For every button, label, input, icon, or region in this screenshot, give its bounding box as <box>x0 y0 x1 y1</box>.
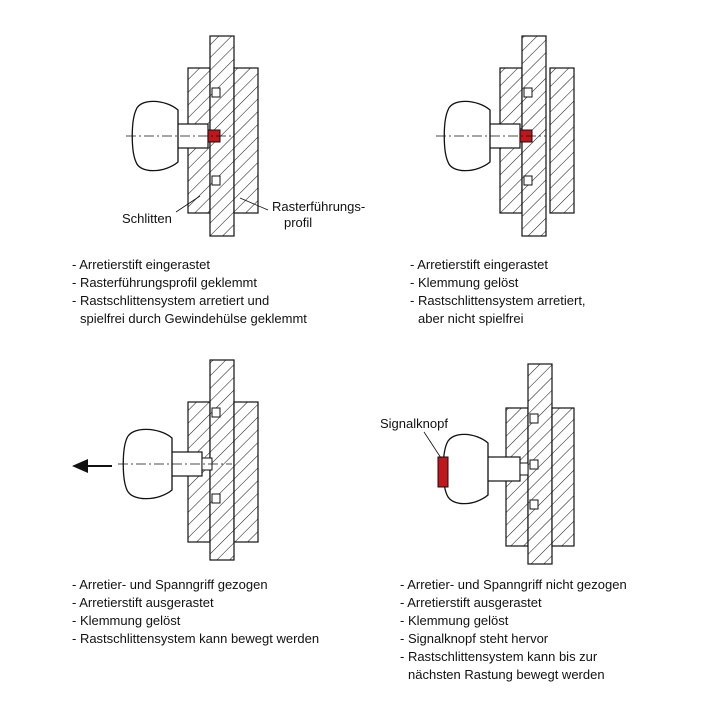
shaft <box>485 456 521 482</box>
knob <box>131 100 179 172</box>
list-item: - Rastschlittensystem kann bis zur <box>400 649 598 664</box>
list-item: - Rasterführungsprofil geklemmt <box>72 275 257 290</box>
list-item: aber nicht spielfrei <box>418 311 524 326</box>
label-rasterfuehrungsprofil: Rasterführungs- <box>272 199 365 214</box>
detent-notch <box>529 459 539 470</box>
list-item: - Arretierstift ausgerastet <box>72 595 214 610</box>
list-item: - Klemmung gelöst <box>400 613 509 628</box>
detent-notch <box>529 499 539 510</box>
detent-notch <box>211 407 221 418</box>
panel-1-description: - Arretierstift eingerastet - Rasterführ… <box>72 256 307 328</box>
list-item: nächsten Rastung bewegt werden <box>408 667 605 682</box>
list-item: - Klemmung gelöst <box>72 613 181 628</box>
panel-3-drawing <box>72 359 259 561</box>
panel-1-drawing: Schlitten Rasterführungs- profil <box>122 35 365 237</box>
detent-notch <box>211 493 221 504</box>
list-item: - Klemmung gelöst <box>410 275 519 290</box>
list-item: spielfrei durch Gewindehülse geklemmt <box>80 311 307 326</box>
list-item: - Arretier- und Spanngriff nicht gezogen <box>400 577 627 592</box>
list-item: - Arretierstift eingerastet <box>410 257 548 272</box>
knob <box>442 433 489 505</box>
detent-notch <box>211 87 221 98</box>
panel-2-drawing <box>436 35 575 237</box>
list-item: - Arretierstift ausgerastet <box>400 595 542 610</box>
panel-4-description: - Arretier- und Spanngriff nicht gezogen… <box>400 576 627 684</box>
detent-notch <box>529 413 539 424</box>
guide-profile-outer <box>233 401 259 543</box>
panel-4-drawing: Signalknopf <box>380 363 575 565</box>
label-signalknopf: Signalknopf <box>380 416 448 431</box>
list-item: - Arretierstift eingerastet <box>72 257 210 272</box>
panel-2-description: - Arretierstift eingerastet - Klemmung g… <box>410 256 586 328</box>
locking-pin <box>519 462 529 476</box>
label-schlitten: Schlitten <box>122 211 172 226</box>
list-item: - Rastschlittensystem arretiert und <box>72 293 270 308</box>
guide-profile <box>209 359 235 561</box>
list-item: - Rastschlittensystem arretiert, <box>410 293 586 308</box>
guide-profile-outer <box>549 67 575 214</box>
knob <box>122 428 173 500</box>
guide-profile-outer <box>233 67 259 214</box>
detent-notch <box>211 175 221 186</box>
detent-notch <box>523 175 533 186</box>
list-item: - Arretier- und Spanngriff gezogen <box>72 577 268 592</box>
signal-button <box>437 456 449 488</box>
panel-3-description: - Arretier- und Spanngriff gezogen - Arr… <box>72 576 319 648</box>
list-item: - Signalknopf steht hervor <box>400 631 549 646</box>
leader-line <box>423 431 442 459</box>
leader-line <box>239 197 269 211</box>
detent-notch <box>523 87 533 98</box>
list-item: - Rastschlittensystem kann bewegt werden <box>72 631 320 646</box>
leader-line <box>175 195 201 213</box>
guide-profile-outer <box>551 407 575 547</box>
pull-arrow-icon <box>72 459 88 473</box>
label-profil: profil <box>284 215 312 230</box>
